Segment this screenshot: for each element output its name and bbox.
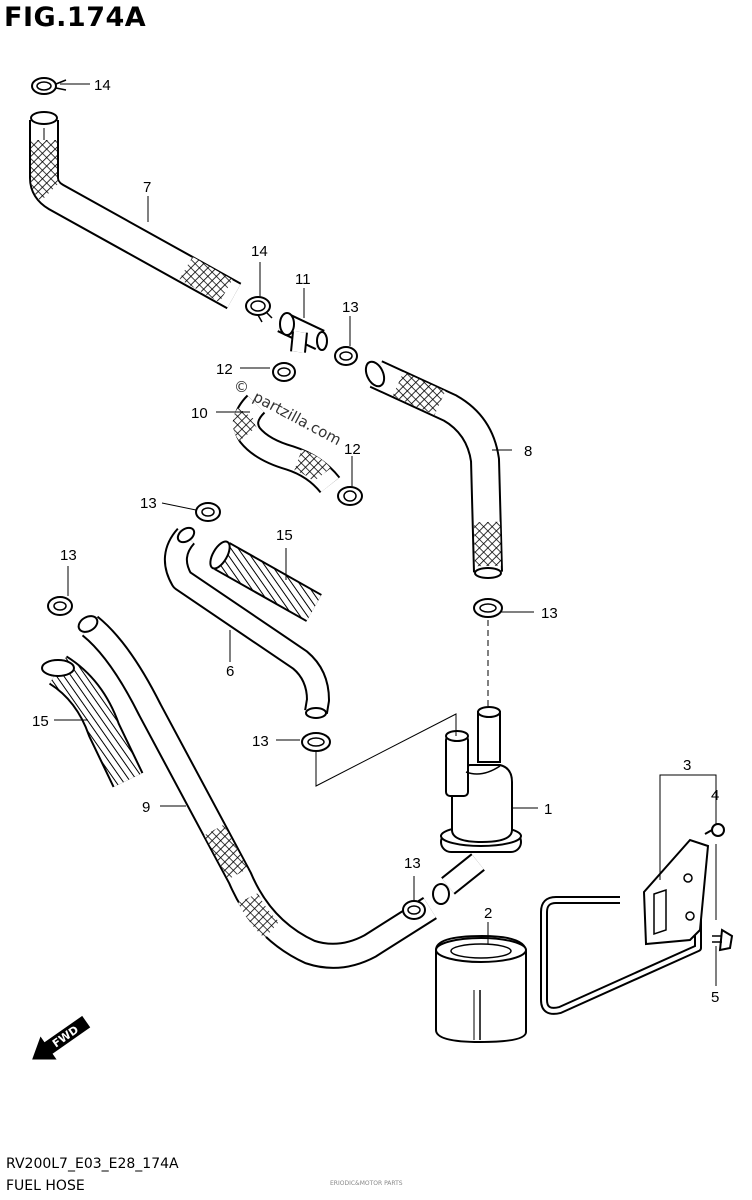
callout-13: 13 [140,495,157,512]
watermark-symbol: © [234,378,249,396]
holder-2[interactable] [435,934,527,1044]
callout-2: 2 [484,905,492,922]
callout-4: 4 [711,787,719,804]
screw-4[interactable] [704,823,725,837]
bolt-5[interactable] [712,928,734,952]
callout-10: 10 [191,405,208,422]
callout-13: 13 [541,605,558,622]
clamp-14-mid[interactable] [245,296,273,323]
callout-7: 7 [143,179,151,196]
bracket-3[interactable] [540,838,710,1015]
callout-8: 8 [524,443,532,460]
corrugated-hose-15-upper[interactable] [206,539,322,622]
clamp-13-hose9[interactable] [47,596,73,616]
hose-10[interactable] [232,394,341,494]
figure-code: RV200L7_E03_E28_174A [6,1156,179,1172]
figure-title: FIG.174A [4,2,147,33]
callout-14: 14 [251,243,268,260]
corrugated-hose-15-lower[interactable] [41,655,144,788]
callout-15: 15 [276,527,293,544]
callout-14: 14 [94,77,111,94]
callout-13: 13 [342,299,359,316]
callout-11: 11 [295,271,311,288]
fwd-arrow: FWD [32,1015,91,1060]
callout-12: 12 [216,361,233,378]
clamp-14-top[interactable] [31,77,67,95]
callout-13: 13 [252,733,269,750]
clamp-13-hose6[interactable] [195,502,221,522]
callout-13: 13 [404,855,421,872]
callout-labels: 14 7 14 11 13 12 10 12 8 13 15 13 13 6 1… [32,77,719,1006]
callout-1: 1 [544,801,552,818]
fine-print: ERIODIC&MOTOR PARTS [330,1180,403,1187]
clamp-13-upper-right[interactable] [334,346,358,366]
hose-6[interactable] [164,525,330,719]
callout-3: 3 [683,757,691,774]
clamp-13-hose8[interactable] [473,598,503,618]
hose-7[interactable] [29,111,242,310]
figure-name: FUEL HOSE [6,1178,85,1194]
pipe-11[interactable] [277,312,328,353]
callout-15: 15 [32,713,49,730]
assembly-lines [315,620,717,920]
callout-9: 9 [142,799,150,816]
hose-9[interactable] [76,613,437,969]
callout-6: 6 [226,663,234,680]
clamp-13-filter-outlet[interactable] [402,900,426,920]
clamp-13-filter-inlet[interactable] [301,732,331,752]
callout-5: 5 [711,989,719,1006]
clamp-12-upper[interactable] [272,362,296,382]
fuel-filter-1[interactable] [432,706,522,905]
fwd-label: FWD [50,1023,81,1050]
hose-8[interactable] [362,359,503,579]
callout-12: 12 [344,441,361,458]
callout-13: 13 [60,547,77,564]
clamp-12-lower[interactable] [337,486,363,506]
leader-lines [54,83,717,986]
